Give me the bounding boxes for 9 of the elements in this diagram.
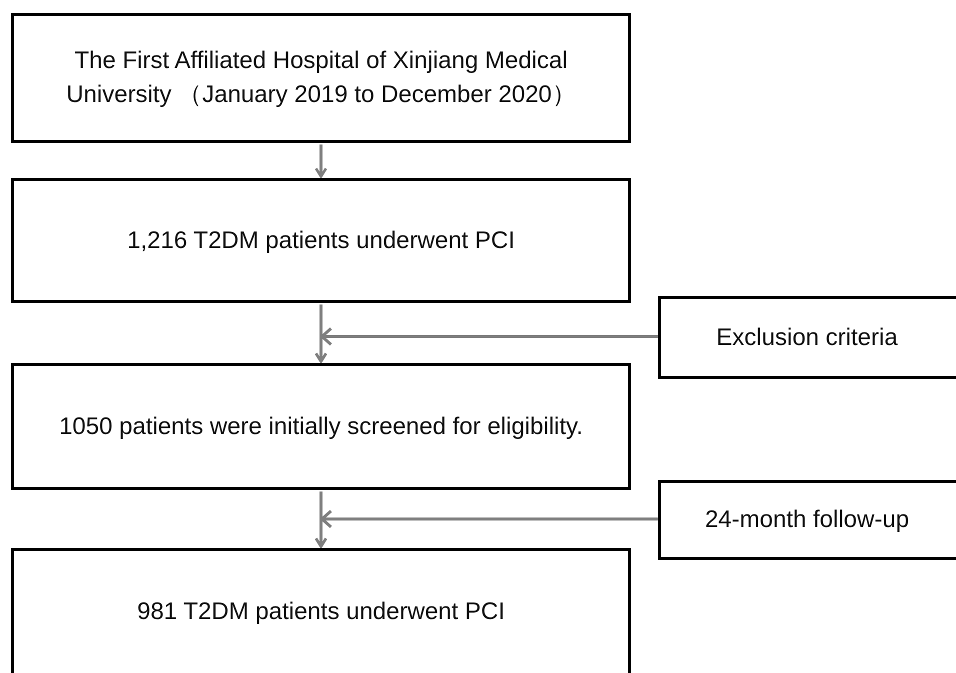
process-box: 981 T2DM patients underwent PCI [11, 548, 631, 673]
arrow [314, 144, 328, 178]
process-box: The First Affiliated Hospital of Xinjiang Medical University （January 2019 to December 2020） [11, 13, 631, 143]
side-box: Exclusion criteria [658, 296, 956, 379]
process-box: 1,216 T2DM patients underwent PCI [11, 178, 631, 303]
side-box: 24-month follow-up [658, 480, 956, 560]
arrow [314, 327, 660, 363]
process-box: 1050 patients were initially screened for eligibility. [11, 363, 631, 490]
arrow [314, 510, 660, 548]
